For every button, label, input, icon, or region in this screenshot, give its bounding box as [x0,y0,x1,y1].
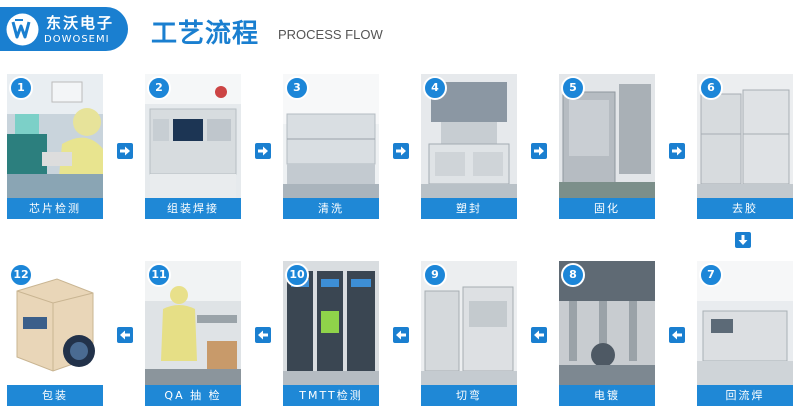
step-label: 组装焊接 [145,198,241,219]
step-number: 9 [423,263,447,287]
step-card: 11 QA 抽 检 [145,261,241,406]
step-label: 固化 [559,198,655,219]
step-card: 7 回流焊 [697,261,793,406]
step-label: 包装 [7,385,103,406]
step-label: 去胶 [697,198,793,219]
step-label: 电镀 [559,385,655,406]
arrow-icon [669,143,685,159]
step-card: 6 去胶 [697,74,793,219]
step-card: 9 切弯 [421,261,517,406]
step-label: 切弯 [421,385,517,406]
step-number: 5 [561,76,585,100]
step-card: 5 固化 [559,74,655,219]
step-card: 2 组装焊接 [145,74,241,219]
step-number: 8 [561,263,585,287]
arrow-icon [393,327,409,343]
step-card: 4 塑封 [421,74,517,219]
step-photo [7,74,103,198]
step-number: 11 [147,263,171,287]
arrow-icon [531,327,547,343]
step-photo [145,261,241,385]
arrow-icon [393,143,409,159]
step-number: 7 [699,263,723,287]
step-label: TMTT检测 [283,385,379,406]
arrow-icon [117,327,133,343]
step-photo [283,261,379,385]
step-label: 芯片检测 [7,198,103,219]
arrow-icon [669,327,685,343]
step-card: 10 TMTT检测 [283,261,379,406]
step-label: QA 抽 检 [145,385,241,406]
dowosemi-logo-icon [6,13,39,46]
arrow-icon [735,232,751,248]
step-label: 清洗 [283,198,379,219]
brand-name-cn: 东沃电子 [46,14,115,32]
step-card: 12 包装 [7,261,103,406]
page-subtitle: PROCESS FLOW [278,27,383,42]
step-number: 12 [9,263,33,287]
step-number: 4 [423,76,447,100]
arrow-icon [531,143,547,159]
arrow-icon [255,327,271,343]
arrow-icon [255,143,271,159]
page-title: 工艺流程 [151,19,260,49]
step-number: 3 [285,76,309,100]
step-photo [421,261,517,385]
step-number: 6 [699,76,723,100]
step-card: 8 电镀 [559,261,655,406]
step-number: 1 [9,76,33,100]
step-card: 3 清洗 [283,74,379,219]
brand-logo: 东沃电子 DOWOSEMI [0,7,128,51]
step-number: 10 [285,263,309,287]
step-label: 回流焊 [697,385,793,406]
arrow-icon [117,143,133,159]
step-label: 塑封 [421,198,517,219]
brand-name-en: DOWOSEMI [44,34,110,45]
step-card: 1 芯片检测 [7,74,103,219]
step-number: 2 [147,76,171,100]
